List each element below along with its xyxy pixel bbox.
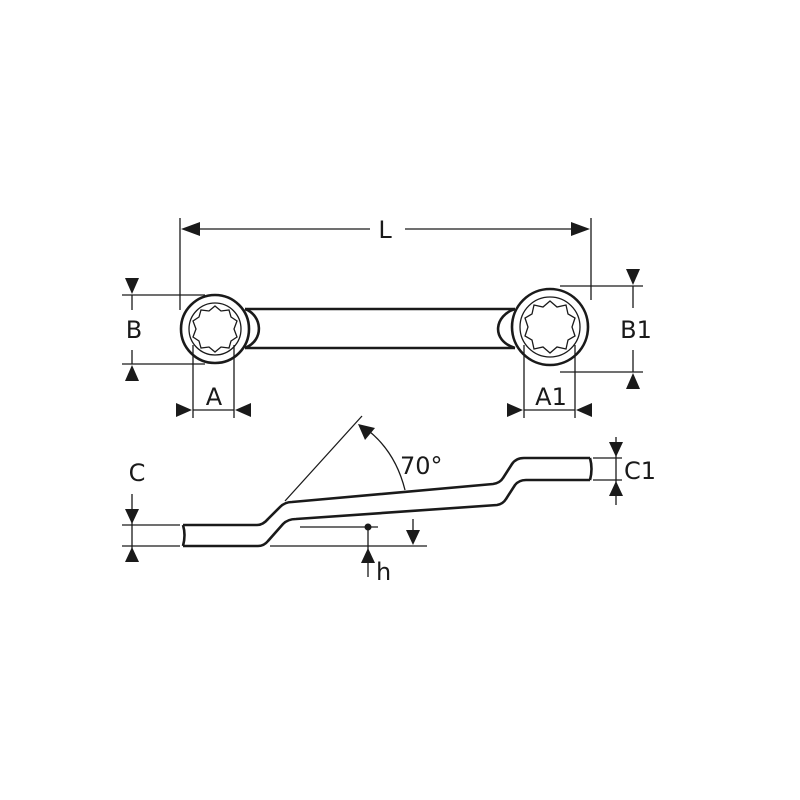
dimension-b: B	[122, 278, 205, 381]
angle-70: 70°	[284, 415, 443, 502]
side-view: 70° C h C1	[122, 415, 656, 586]
label-c1: C1	[624, 457, 656, 485]
arrow-down-icon	[609, 442, 623, 457]
right-ring-head	[496, 287, 590, 367]
top-view: L B	[122, 216, 652, 418]
label-c: C	[129, 459, 146, 487]
dimension-a: A	[176, 345, 251, 418]
arrow-up-icon	[125, 365, 139, 381]
arrow-up-icon	[609, 481, 623, 496]
arrow-left-icon	[235, 403, 251, 417]
spanner-handle-top	[245, 307, 515, 350]
arrow-up-icon	[361, 548, 375, 563]
arrow-up-icon	[626, 373, 640, 389]
label-angle: 70°	[400, 452, 443, 480]
arrow-down-icon	[125, 278, 139, 294]
arrow-up-icon	[125, 547, 139, 562]
arrow-down-icon	[125, 509, 139, 524]
twelve-point-socket-icon	[524, 300, 576, 354]
label-h: h	[376, 558, 391, 586]
arrow-right-icon	[507, 403, 523, 417]
arrow-right-icon	[571, 222, 590, 236]
dimension-h: h	[270, 519, 427, 586]
label-a1: A1	[535, 383, 567, 411]
label-b1: B1	[620, 316, 652, 344]
label-b: B	[126, 316, 142, 344]
dimension-c1: C1	[593, 437, 656, 505]
label-l: L	[378, 216, 392, 244]
dimension-a1: A1	[507, 345, 592, 418]
left-ring-head	[179, 293, 261, 365]
arrow-left-icon	[576, 403, 592, 417]
spanner-profile-side	[181, 456, 593, 548]
twelve-point-socket-icon	[192, 305, 238, 353]
arrow-down-icon	[626, 269, 640, 285]
arrow-angle-icon	[358, 424, 375, 440]
dimension-b1: B1	[560, 269, 652, 389]
arrow-right-icon	[176, 403, 192, 417]
label-a: A	[206, 383, 223, 411]
dimension-l: L	[179, 216, 592, 310]
dimension-c: C	[122, 459, 180, 562]
arrow-left-icon	[181, 222, 200, 236]
arrow-down-icon	[406, 530, 420, 545]
